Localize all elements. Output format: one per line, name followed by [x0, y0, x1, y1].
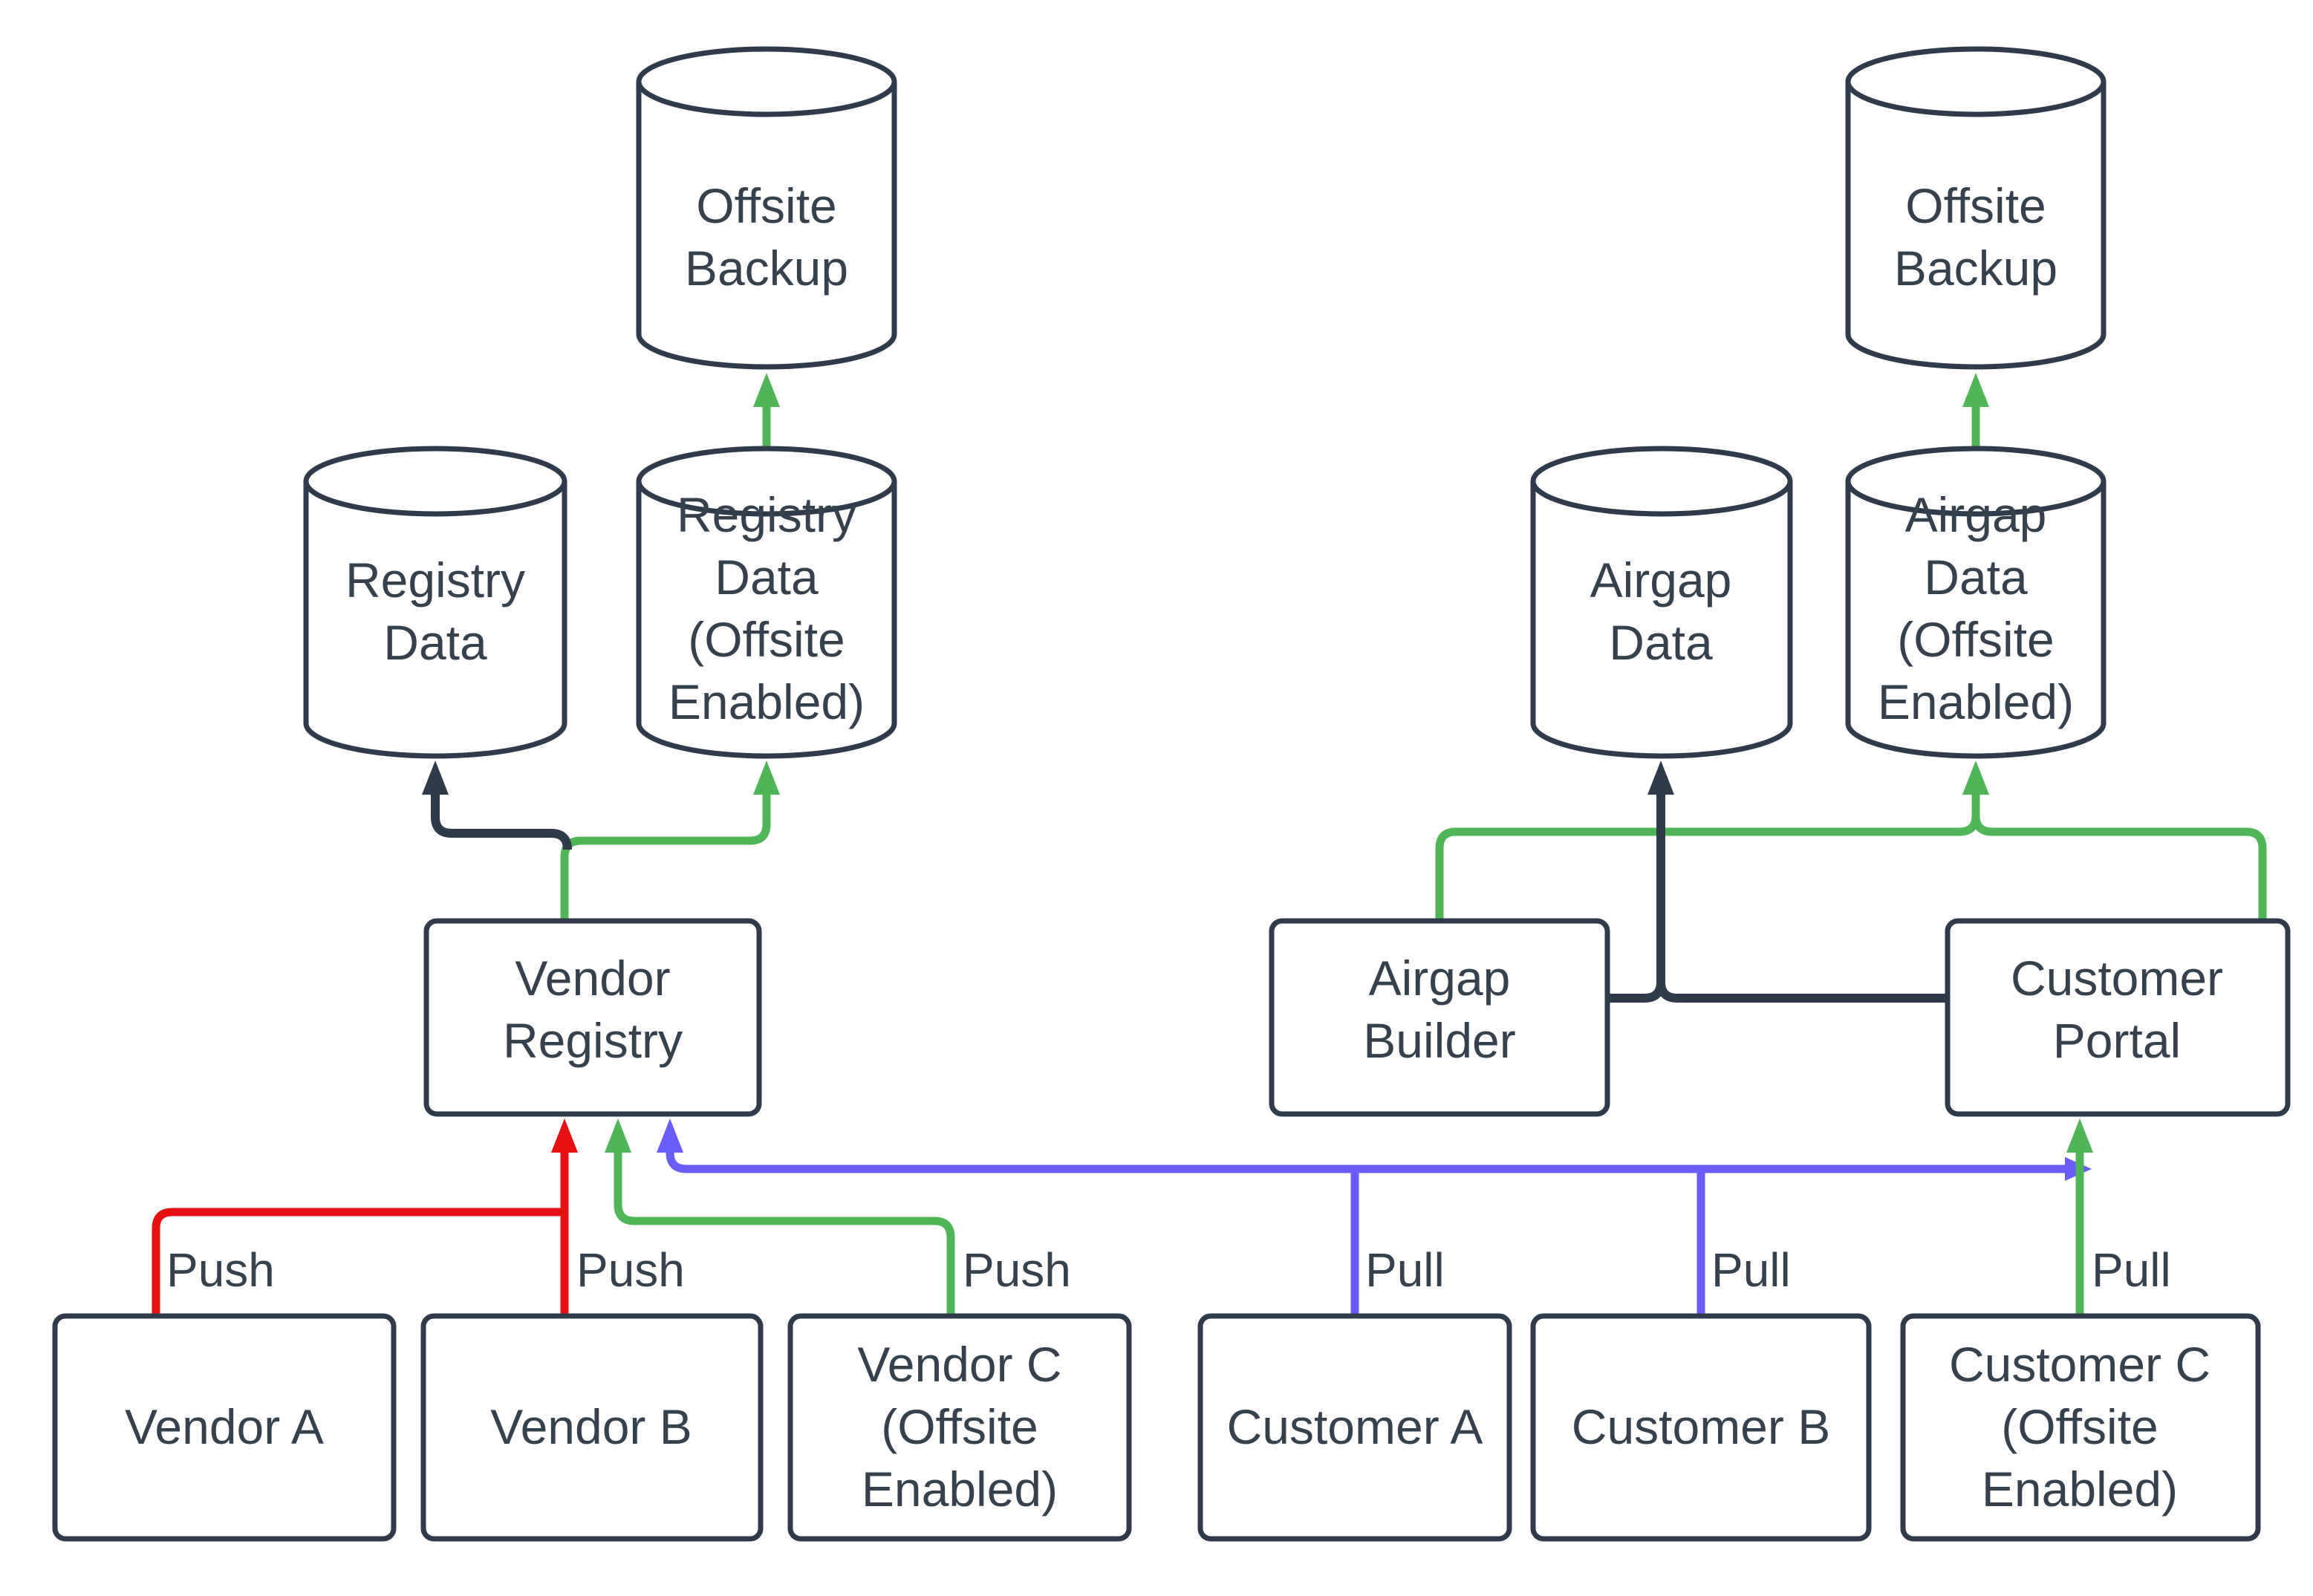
node-label: Customer	[2011, 951, 2223, 1006]
cylinder-top	[636, 46, 897, 117]
node-label: Registry	[345, 553, 525, 608]
green-arrowhead	[2066, 1118, 2093, 1153]
green-arrowhead	[605, 1118, 631, 1153]
node-label: Vendor C	[857, 1337, 1061, 1392]
green-arrowhead	[753, 760, 780, 795]
node-label: Backup	[1894, 241, 2057, 296]
node-label: Enabled)	[668, 674, 865, 729]
green-arrowhead	[1962, 760, 1989, 795]
edge-registry-data-offsite-to-offsite-backup	[753, 373, 780, 447]
node-label: Data	[383, 615, 487, 670]
edge-vendor-c-push	[605, 1118, 955, 1316]
node-registry-data: Registry Data	[303, 446, 567, 759]
node-offsite-backup-right: Offsite Backup	[1845, 46, 2107, 370]
node-label: Airgap	[1590, 553, 1732, 608]
node-label: Builder	[1363, 1013, 1515, 1068]
edge-label-push-vendor-a: Push	[166, 1243, 275, 1297]
node-label: Enabled)	[1878, 674, 2074, 729]
node-label: (Offsite	[2001, 1399, 2159, 1454]
node-airgap-data-offsite: Airgap Data (Offsite Enabled)	[1845, 446, 2107, 759]
node-label: Vendor A	[125, 1399, 324, 1454]
edge-vendor-registry-to-registry-data	[422, 760, 572, 850]
node-label: (Offsite	[1897, 612, 2055, 667]
green-arrowhead	[1962, 373, 1989, 407]
node-customer-c: Customer C (Offsite Enabled)	[1900, 1313, 2261, 1542]
node-airgap-data: Airgap Data	[1530, 446, 1793, 759]
edge-customer-portal-to-airgap-data-offsite	[1962, 760, 2267, 921]
node-label: Offsite	[1905, 178, 2046, 233]
node-label: (Offsite	[881, 1399, 1038, 1454]
green-arrowhead	[753, 373, 780, 407]
edge-label-pull-customer-b: Pull	[1711, 1243, 1791, 1297]
node-label: Enabled)	[1982, 1462, 2178, 1517]
edge-pull-trunk-to-vendor-registry	[657, 1118, 2092, 1181]
edge-airgap-builder-to-airgap-data-offsite	[1435, 789, 1980, 921]
node-label: Enabled)	[862, 1462, 1058, 1517]
cylinder-top	[303, 446, 567, 517]
node-label: Registry	[503, 1013, 683, 1068]
node-label: Data	[1924, 550, 2028, 605]
node-airgap-builder: Airgap Builder	[1269, 918, 1610, 1117]
cylinder-top	[1845, 446, 2107, 517]
edge-vendor-registry-to-registry-data-offsite	[560, 760, 780, 921]
node-label: (Offsite	[688, 612, 845, 667]
edge-label-pull-customer-c: Pull	[2092, 1243, 2171, 1297]
edge-airgap-data-offsite-to-offsite-backup	[1962, 373, 1989, 447]
node-label: Customer B	[1572, 1399, 1830, 1454]
dark-arrowhead	[422, 760, 449, 795]
node-label: Data	[715, 550, 819, 605]
edge-vendor-b-push	[551, 1118, 578, 1316]
edge-label-pull-customer-a: Pull	[1365, 1243, 1445, 1297]
node-customer-b: Customer B	[1530, 1313, 1872, 1542]
node-label: Portal	[2053, 1013, 2181, 1068]
cylinder-top	[636, 446, 897, 517]
red-arrowhead	[551, 1118, 578, 1153]
node-label: Data	[1609, 615, 1713, 670]
node-customer-portal: Customer Portal	[1945, 918, 2291, 1117]
node-label: Vendor	[515, 951, 670, 1006]
node-customer-a: Customer A	[1197, 1313, 1512, 1542]
node-label: Vendor B	[490, 1399, 692, 1454]
dark-arrowhead	[1647, 760, 1674, 795]
node-label: Airgap	[1369, 951, 1511, 1006]
node-vendor-a: Vendor A	[52, 1313, 397, 1542]
node-label: Airgap	[1905, 487, 2047, 542]
edge-label-push-vendor-c: Push	[963, 1243, 1071, 1297]
cylinder-top	[1530, 446, 1793, 517]
edge-customer-c-pull	[2066, 1118, 2093, 1316]
cylinder-top	[1845, 46, 2107, 117]
node-registry-data-offsite: Registry Data (Offsite Enabled)	[636, 446, 897, 759]
edge-airgap-builder-to-airgap-data	[1607, 789, 1665, 1003]
node-label: Offsite	[696, 178, 837, 233]
node-vendor-c: Vendor C (Offsite Enabled)	[787, 1313, 1132, 1542]
node-vendor-registry: Vendor Registry	[423, 918, 762, 1117]
edge-vendor-a-push	[152, 1208, 565, 1316]
node-label: Customer C	[1949, 1337, 2210, 1392]
edge-customer-portal-to-airgap-data	[1647, 760, 1948, 1003]
node-offsite-backup-left: Offsite Backup	[636, 46, 897, 370]
node-label: Backup	[685, 241, 848, 296]
node-label: Registry	[677, 487, 856, 542]
blue-arrowhead	[657, 1118, 683, 1153]
edge-label-push-vendor-b: Push	[576, 1243, 685, 1297]
node-vendor-b: Vendor B	[420, 1313, 764, 1542]
node-label: Customer A	[1227, 1399, 1483, 1454]
